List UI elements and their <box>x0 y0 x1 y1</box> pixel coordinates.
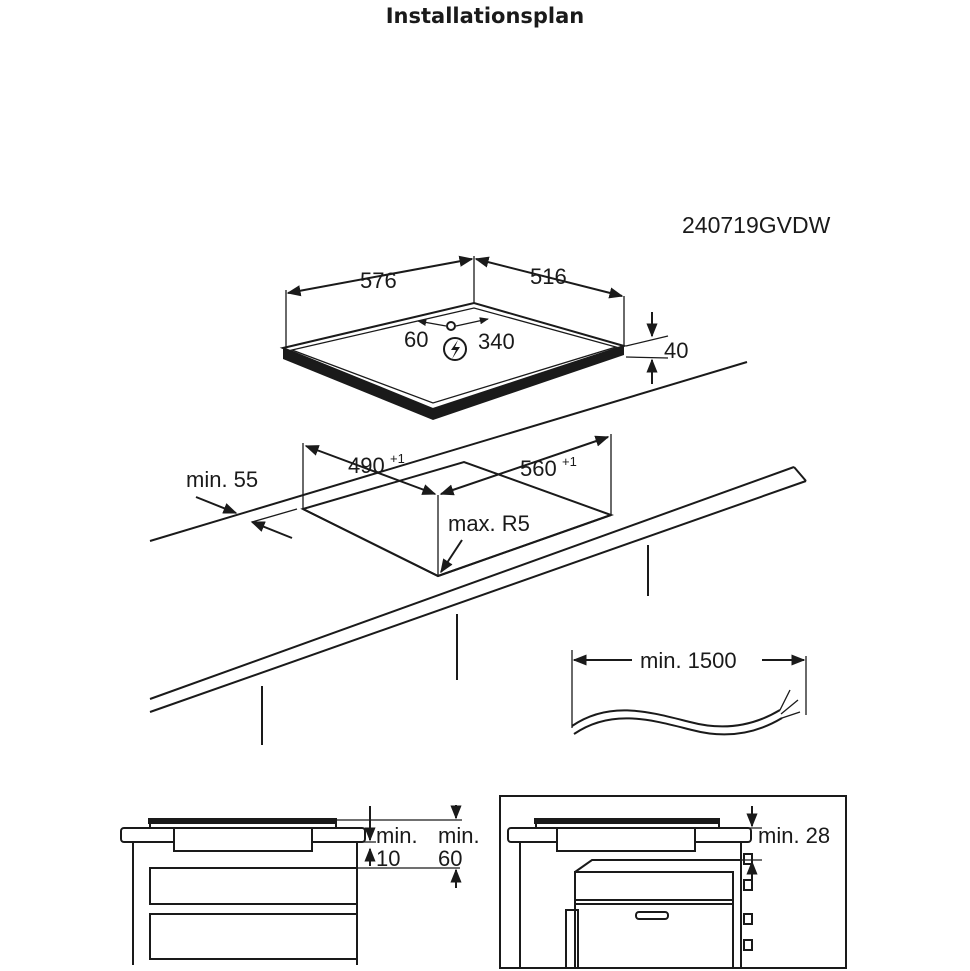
hob-depth-label: 516 <box>530 264 567 289</box>
hob-top-view: 576 516 40 60 340 <box>279 255 688 420</box>
min-label-a: min. <box>376 823 418 848</box>
radius-leader <box>440 539 463 574</box>
cutout-depth-dimension <box>439 435 610 496</box>
section-drawers: min. 10 min. 60 <box>120 805 480 965</box>
cutout-width-label: 490 <box>348 453 385 478</box>
conn-left-label: 60 <box>404 327 428 352</box>
cutout-depth-tolerance: +1 <box>562 454 577 469</box>
cutout-depth-label: 560 <box>520 456 557 481</box>
min-value-a: 10 <box>376 846 400 871</box>
hob-side-edge <box>433 346 624 420</box>
min-label-b: min. <box>438 823 480 848</box>
cutout-width-dimension <box>304 445 437 495</box>
power-cable: min. 1500 <box>571 648 807 736</box>
model-code: 240719GVDW <box>682 212 831 238</box>
hob-depth-dimension <box>474 256 624 299</box>
radius-label: max. R5 <box>448 511 530 536</box>
hob-height-label: 40 <box>664 338 688 363</box>
oven-gap-label: min. 28 <box>758 823 830 848</box>
hob-width-dimension <box>286 255 474 297</box>
worktop: 490 +1 560 +1 min. 55 max. R5 <box>149 361 807 745</box>
min-value-b: 60 <box>438 846 462 871</box>
hob-front-edge <box>283 348 433 420</box>
page-title: Installationsplan <box>385 4 585 28</box>
hob-width-label: 576 <box>360 268 397 293</box>
connection-point <box>446 321 456 331</box>
front-distance-dimension <box>250 521 293 539</box>
electrical-hazard-icon <box>443 337 467 361</box>
cable-length-label: min. 1500 <box>640 648 737 673</box>
cutout-width-tolerance: +1 <box>390 451 405 466</box>
front-distance-label: min. 55 <box>186 467 258 492</box>
conn-right-label: 340 <box>478 329 515 354</box>
section-oven: min. 28 <box>499 795 847 969</box>
oven-handle <box>635 911 669 920</box>
